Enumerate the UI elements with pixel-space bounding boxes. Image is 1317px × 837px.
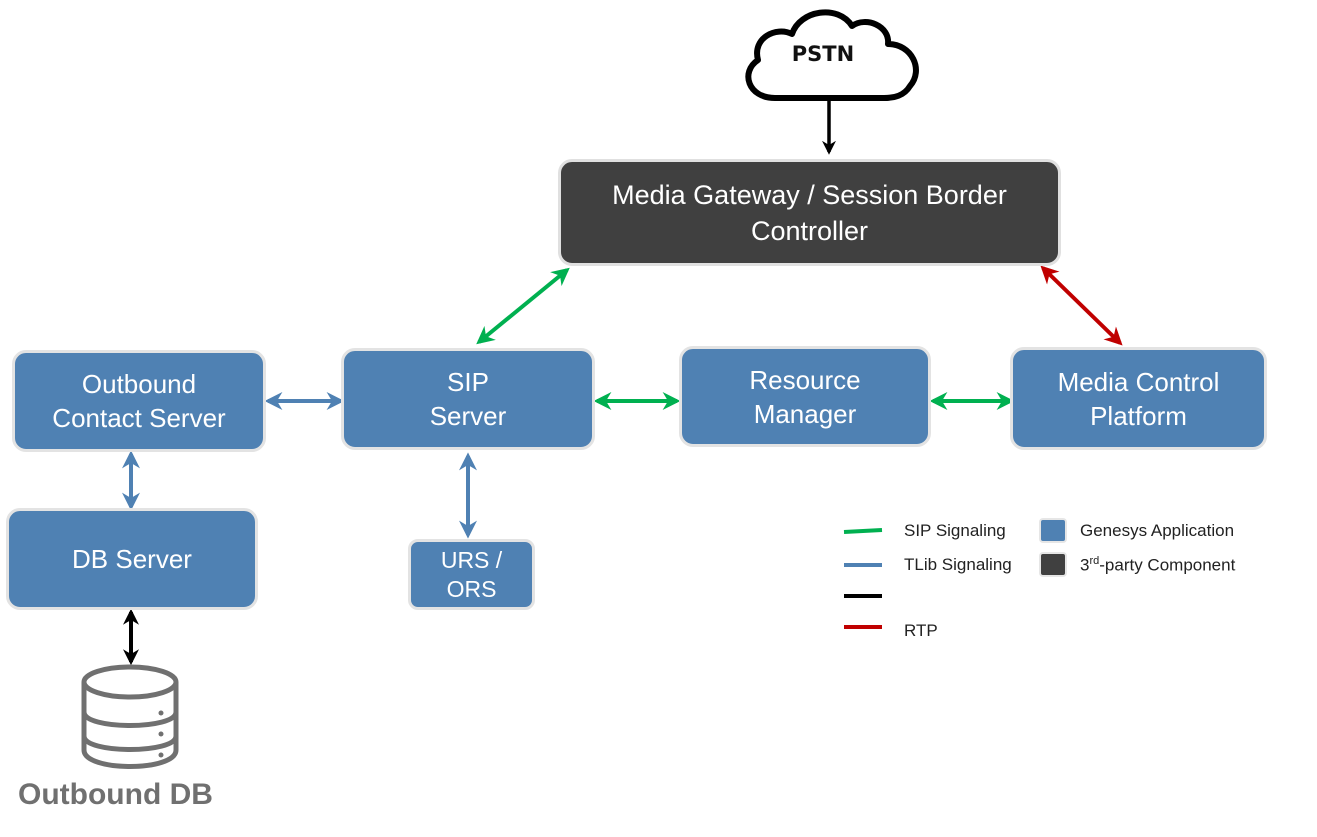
sip-server-label: SIP Server [429, 367, 507, 431]
connection-sip-to-gateway [476, 267, 570, 345]
legend-label-third-party-rest: -party Component [1099, 555, 1236, 575]
media-control-platform-node[interactable]: Media Control Platform [1010, 347, 1267, 450]
db-server-label: DB Server [72, 544, 192, 574]
sip-server-node[interactable]: SIP Server [341, 348, 595, 450]
media-control-platform-label: Media Control Platform [1057, 366, 1220, 431]
legend-label-genesys: Genesys Application [1080, 521, 1235, 540]
legend-label-rtp: RTP [904, 621, 938, 640]
legend-label-third-party-sup: rd [1089, 555, 1100, 567]
legend-line-sip [843, 528, 883, 534]
resource-manager-label: Resource Manager [749, 364, 861, 429]
media-gateway-label: Media Gateway / Session Border Controlle… [612, 179, 1007, 246]
outbound-contact-server-node[interactable]: Outbound Contact Server [12, 350, 266, 452]
pstn-cloud-icon [745, 9, 919, 101]
urs-ors-label: URS / ORS [440, 546, 503, 602]
legend-label-third-party: 3rd-party Component [1080, 555, 1235, 576]
legend-swatch-genesys [1039, 518, 1067, 543]
pstn-label: PSTN [791, 42, 855, 66]
resource-manager-node[interactable]: Resource Manager [679, 346, 931, 447]
urs-ors-node[interactable]: URS / ORS [408, 539, 535, 610]
outbound-contact-server-label: Outbound Contact Server [52, 369, 226, 433]
legend-swatch-third-party [1039, 552, 1067, 577]
legend-label-tlib: TLib Signaling [904, 555, 1012, 574]
legend-label-sip: SIP Signaling [904, 521, 1006, 540]
connection-gateway-to-mcp [1040, 265, 1123, 346]
media-gateway-node[interactable]: Media Gateway / Session Border Controlle… [558, 159, 1061, 266]
db-server-node[interactable]: DB Server [6, 508, 258, 610]
legend-label-third-party-main: 3 [1080, 555, 1090, 575]
database-icon [81, 664, 179, 769]
outbound-db-label: Outbound DB [18, 778, 213, 811]
